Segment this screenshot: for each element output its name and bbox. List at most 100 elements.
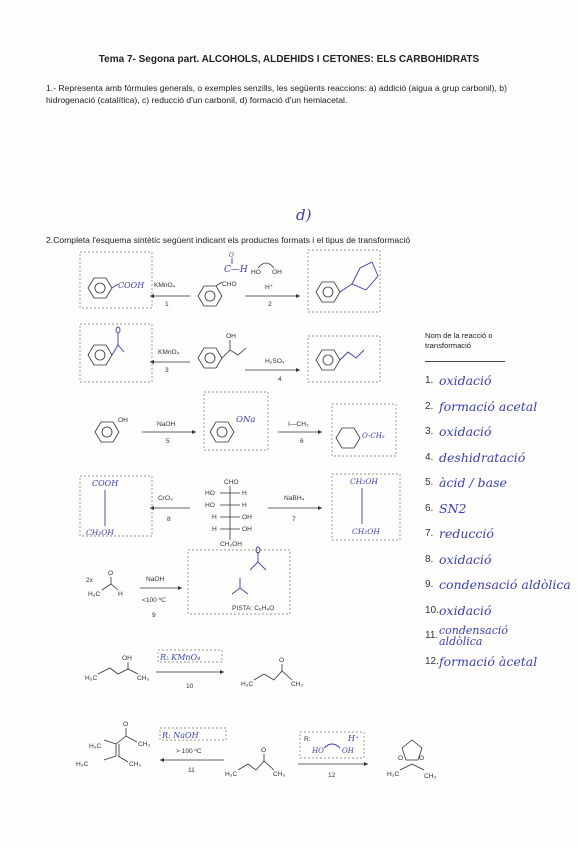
reagent-7: NaBH₄ (284, 495, 305, 502)
list-item: 5.àcid / base (425, 475, 507, 491)
step-num-6: 6 (300, 438, 304, 445)
product-box-2 (307, 249, 381, 313)
step-num-3: 3 (165, 367, 169, 374)
benzaldehyde-cho: CHO (222, 281, 237, 288)
answer-ch2oh-8: CH₂OH (86, 528, 114, 537)
r10-prod-o: O (279, 657, 284, 664)
product-box-7 (331, 473, 401, 541)
reagent-box-12 (299, 731, 365, 759)
reagent-1: KMnO₄ (154, 282, 176, 289)
r11-sm-ch3: CH₃ (273, 771, 286, 778)
answer-text: SN2 (439, 500, 467, 516)
diol-ho: HO (251, 269, 261, 276)
r11-sm-h3c: H₃C (225, 771, 237, 778)
product-box-3 (79, 323, 153, 383)
answer-ch2oh-7b: CH₂OH (352, 527, 380, 536)
r10-ch3: CH₃ (137, 675, 150, 682)
sugar-c5-oh: OH (242, 526, 252, 533)
reagent-6: I—CH₃ (288, 421, 309, 428)
r10-oh: OH (122, 655, 132, 662)
reagent-2: H⁺ (265, 284, 274, 291)
answer-text: deshidratació (439, 449, 526, 465)
dioxolane-ring (401, 739, 423, 761)
step-num-4: 4 (278, 376, 282, 383)
step-num-7: 7 (292, 516, 296, 523)
sugar-cho: CHO (224, 479, 239, 486)
r11-prod-o: O (123, 721, 128, 728)
product-box-6 (331, 403, 397, 457)
svg-text:O: O (229, 252, 234, 259)
list-item: 7.reducció (425, 526, 494, 542)
step-num-10: 10 (186, 683, 194, 690)
question-2: 2.Completa l'esquema sintètic següent in… (46, 235, 411, 245)
answer-ch2oh-7a: CH₂OH (350, 477, 378, 486)
step-num-5: 5 (166, 438, 170, 445)
reagent-box-11 (159, 727, 227, 741)
sugar-c3-h: H (242, 502, 247, 509)
r10-prod-ch3: CH₃ (291, 681, 304, 688)
answer-text: oxidació (439, 373, 492, 389)
list-item: 9.condensació aldòlica (425, 577, 571, 593)
handwritten-d-answer: d) (296, 206, 312, 224)
acetaldehyde-h: H (118, 591, 123, 598)
sugar-c2-h: H (242, 490, 247, 497)
list-item: 1.oxidació (425, 373, 492, 389)
acetaldehyde-h3c: H₃C (88, 591, 100, 598)
list-item: 12.formació àcetal (425, 653, 538, 669)
dioxolane-h3c: H₃C (387, 771, 399, 778)
answer-text: formació àcetal (439, 653, 538, 669)
step-num-2: 2 (268, 301, 272, 308)
answer-och3: O-CH₃ (362, 432, 385, 440)
sugar-c3-ho: HO (205, 502, 215, 509)
legend-title: Nom de la reacció o transformació (425, 331, 493, 350)
step-num-11: 11 (188, 767, 195, 774)
condition-11: > 100 ºC (176, 748, 202, 755)
answer-c-h: C—H (224, 265, 248, 275)
r10-prod-h3c: H₃C (241, 681, 253, 688)
answer-ho-12: HO (311, 747, 324, 755)
phenol-oh: OH (118, 417, 128, 424)
diol-oh: OH (272, 269, 282, 276)
phenol-ring (94, 421, 120, 443)
sugar-c2-ho: HO (205, 490, 215, 497)
answer-reagent-11: R: NaOH (161, 731, 200, 740)
reagent-3: KMnO₄ (158, 349, 180, 356)
answer-ona: ONa (236, 415, 255, 425)
r11-prod-h3c-1: H₃C (89, 743, 101, 750)
product-box-1 (79, 251, 153, 309)
answer-oh-12: OH (342, 747, 355, 755)
condition-9: <100 ºC (142, 597, 166, 604)
reaction-name-list: 1.oxidació 2.formació acetal 3.oxidació … (425, 368, 575, 674)
sugar-ch2oh: CH₂OH (220, 541, 242, 548)
page-title: Tema 7- Segona part. ALCOHOLS, ALDEHIDS … (98, 54, 480, 65)
answer-reagent-10: R: KMnO₄ (159, 653, 200, 662)
answer-text: reducció (439, 526, 494, 542)
sugar-c4-oh: OH (242, 514, 252, 521)
list-item: 3.oxidació (425, 424, 492, 440)
answer-text: oxidació (439, 424, 492, 440)
hint-label: PISTA: C₆H₈O (232, 605, 274, 612)
reagent-box-10 (157, 649, 223, 663)
list-item: 6.SN2 (425, 500, 467, 516)
legend-divider (425, 361, 505, 362)
sugar-c4-h: H (212, 514, 217, 521)
answer-text: formació acetal (439, 398, 538, 414)
list-item: 4.deshidratació (425, 449, 526, 465)
dioxolane-ch3: CH₃ (424, 773, 437, 780)
r11-prod-ch3-1: CH₃ (138, 741, 151, 748)
twox-label: 2x (86, 577, 94, 584)
list-item: 2.formació acetal (425, 398, 538, 414)
alcohol-oh: OH (226, 333, 236, 340)
list-item: 8.oxidació (425, 551, 492, 567)
answer-cooh-8: COOH (92, 479, 119, 488)
step-num-12: 12 (328, 772, 336, 779)
r11-prod-h3c-2: H₃C (76, 761, 88, 768)
reagent-8: CrO₃ (158, 495, 173, 502)
step-num-8: 8 (167, 516, 171, 523)
acetaldehyde-o: O (108, 570, 113, 577)
answer-text: oxidació (439, 602, 492, 618)
r11-sm-o: O (261, 747, 266, 754)
reagent-5: NaOH (157, 421, 176, 428)
answer-text: àcid / base (439, 475, 507, 491)
list-item: 10.oxidació (425, 602, 492, 618)
